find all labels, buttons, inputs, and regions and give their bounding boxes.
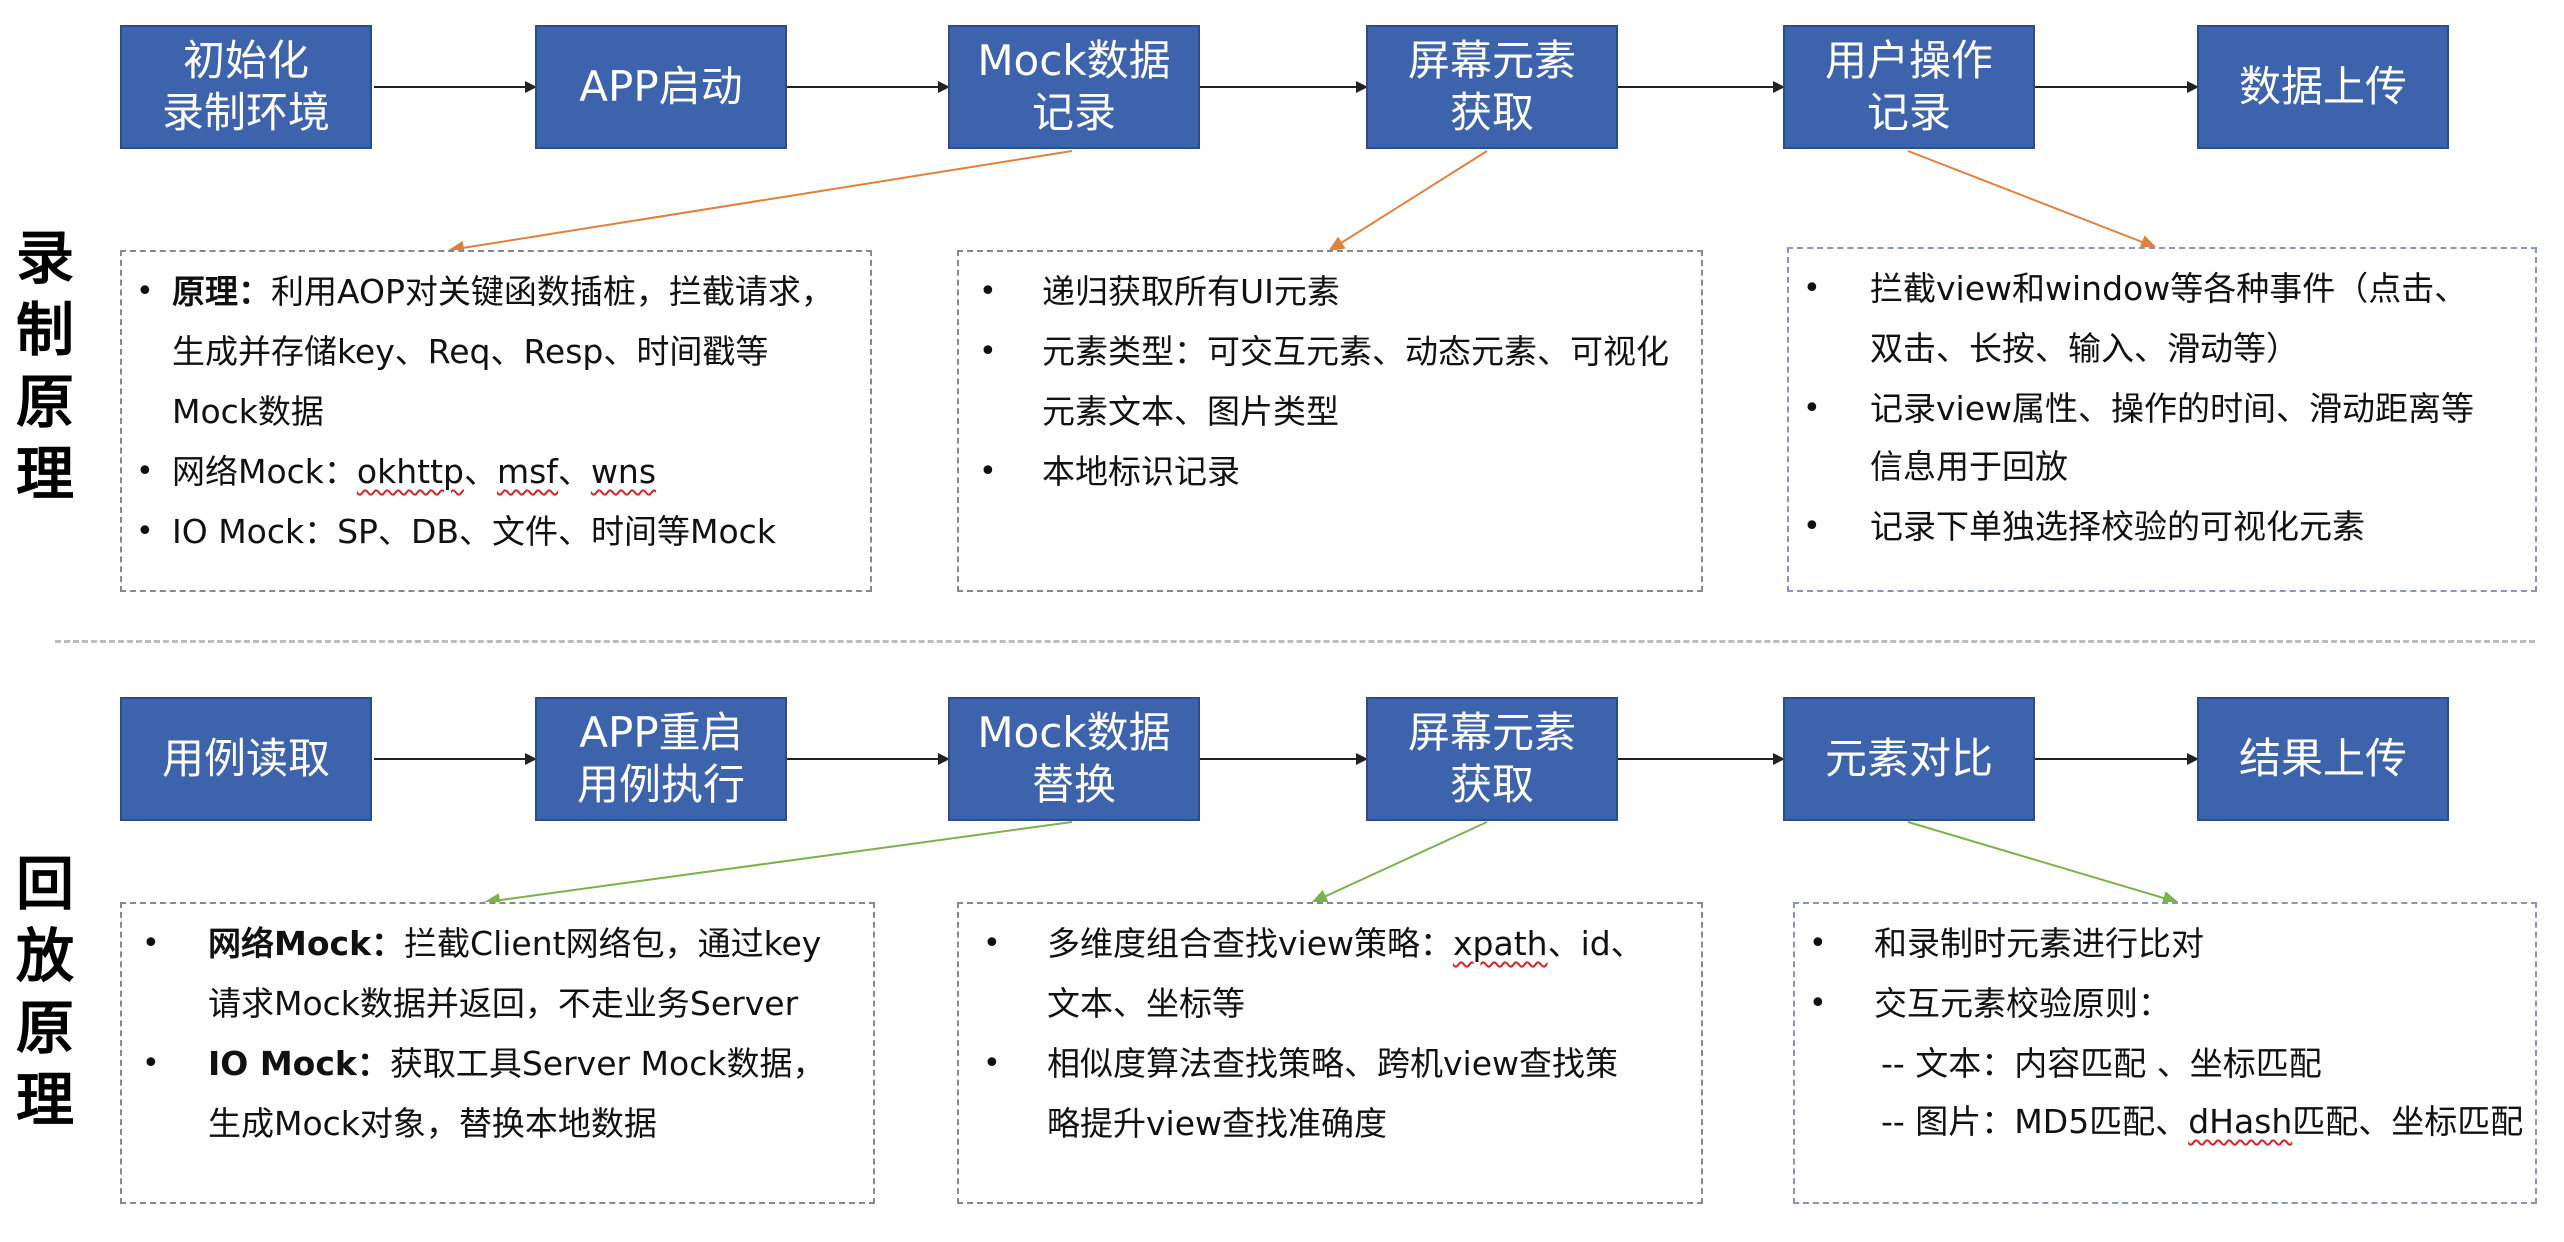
record-step-mock-record: Mock数据记录 xyxy=(948,25,1200,149)
replay-panel-compare-text-rule: -- 文本：内容匹配 、坐标匹配 xyxy=(1881,1044,2322,1083)
replay-panel-mock-line3: IO Mock：获取工具Server Mock数据， xyxy=(208,1044,826,1083)
bullet: • xyxy=(1803,271,1821,306)
replay-connector-mock xyxy=(484,821,1073,908)
record-panel-actions-line2: 双击、长按、输入、滑动等） xyxy=(1870,329,2299,368)
record-panel-elements: • 递归获取所有UI元素 • 元素类型：可交互元素、动态元素、可视化 元素文本、… xyxy=(957,250,1703,592)
bullet: • xyxy=(983,926,1001,961)
record-panel-io-mock: IO Mock：SP、DB、文件、时间等Mock xyxy=(172,512,776,551)
replay-panel-lookup-line2: 文本、坐标等 xyxy=(1047,984,1245,1023)
replay-panel-mock-line2: 请求Mock数据并返回，不走业务Server xyxy=(208,984,799,1023)
replay-step-read-case: 用例读取 xyxy=(120,697,372,821)
replay-step-screen-elements: 屏幕元素获取 xyxy=(1366,697,1618,821)
record-panel-actions-line5: 记录下单独选择校验的可视化元素 xyxy=(1870,507,2365,546)
bullet: • xyxy=(1809,926,1827,961)
record-panel-mock-line1: 原理：利用AOP对关键函数插桩，拦截请求， xyxy=(172,272,834,311)
record-panel-actions-line1: 拦截view和window等各种事件（点击、 xyxy=(1870,269,2468,308)
record-connector-mock xyxy=(448,150,1073,255)
replay-step-compare: 元素对比 xyxy=(1783,697,2035,821)
bullet: • xyxy=(1803,391,1821,426)
record-step-upload: 数据上传 xyxy=(2197,25,2449,149)
replay-step-mock-replace: Mock数据替换 xyxy=(948,697,1200,821)
replay-panel-lookup-line4: 略提升view查找准确度 xyxy=(1047,1104,1387,1143)
replay-panel-compare: • 和录制时元素进行比对 • 交互元素校验原则： -- 文本：内容匹配 、坐标匹… xyxy=(1793,902,2537,1204)
bullet: • xyxy=(983,1046,1001,1081)
record-panel-elements-line2: 元素类型：可交互元素、动态元素、可视化 xyxy=(1042,332,1669,371)
bullet: • xyxy=(136,454,154,489)
replay-panel-compare-line2: 交互元素校验原则： xyxy=(1874,984,2171,1023)
replay-panel-lookup-line3: 相似度算法查找策略、跨机view查找策 xyxy=(1047,1044,1618,1083)
record-step-user-actions: 用户操作记录 xyxy=(1783,25,2035,149)
record-panel-actions-line3: 记录view属性、操作的时间、滑动距离等 xyxy=(1870,389,2474,428)
bullet: • xyxy=(136,514,154,549)
section-divider xyxy=(55,640,2535,643)
bullet: • xyxy=(979,334,997,369)
bullet: • xyxy=(136,274,154,309)
record-panel-actions: • 拦截view和window等各种事件（点击、 双击、长按、输入、滑动等） •… xyxy=(1787,247,2537,592)
bullet: • xyxy=(1809,986,1827,1021)
replay-panel-mock: • 网络Mock：拦截Client网络包，通过key 请求Mock数据并返回，不… xyxy=(120,902,875,1204)
replay-panel-lookup: • 多维度组合查找view策略：xpath、id、 文本、坐标等 • 相似度算法… xyxy=(957,902,1703,1204)
bullet: • xyxy=(979,454,997,489)
replay-panel-mock-line1: 网络Mock：拦截Client网络包，通过key xyxy=(208,924,822,963)
replay-connector-screen xyxy=(1311,821,1488,903)
record-panel-network-mock: 网络Mock：okhttp、msf、wns xyxy=(172,452,657,491)
replay-connector-compare xyxy=(1907,821,2179,905)
bullet: • xyxy=(979,274,997,309)
record-step-app-start: APP启动 xyxy=(535,25,787,149)
replay-panel-compare-line1: 和录制时元素进行比对 xyxy=(1874,924,2204,963)
replay-panel-compare-image-rule: -- 图片：MD5匹配、dHash匹配、坐标匹配 xyxy=(1881,1102,2524,1141)
record-panel-mock: • 原理：利用AOP对关键函数插桩，拦截请求， 生成并存储key、Req、Res… xyxy=(120,250,872,592)
replay-step-upload: 结果上传 xyxy=(2197,697,2449,821)
bullet: • xyxy=(142,1046,160,1081)
record-connector-screen xyxy=(1328,150,1488,252)
replay-panel-lookup-line1: 多维度组合查找view策略：xpath、id、 xyxy=(1047,924,1644,963)
record-panel-elements-line4: 本地标识记录 xyxy=(1042,452,1240,491)
record-panel-actions-line4: 信息用于回放 xyxy=(1870,447,2068,486)
record-step-init: 初始化录制环境 xyxy=(120,25,372,149)
bullet: • xyxy=(1803,509,1821,544)
replay-step-app-restart: APP重启用例执行 xyxy=(535,697,787,821)
replay-panel-mock-line4: 生成Mock对象，替换本地数据 xyxy=(208,1104,657,1143)
record-panel-elements-line3: 元素文本、图片类型 xyxy=(1042,392,1339,431)
record-connector-user xyxy=(1907,150,2157,249)
record-section-label: 录制原理 xyxy=(15,224,74,508)
record-panel-elements-line1: 递归获取所有UI元素 xyxy=(1042,272,1340,311)
replay-section-label: 回放原理 xyxy=(15,850,74,1134)
record-step-screen-elements: 屏幕元素获取 xyxy=(1366,25,1618,149)
record-panel-mock-line2: 生成并存储key、Req、Resp、时间戳等 xyxy=(172,332,769,371)
bullet: • xyxy=(142,926,160,961)
record-panel-mock-line3: Mock数据 xyxy=(172,392,324,431)
